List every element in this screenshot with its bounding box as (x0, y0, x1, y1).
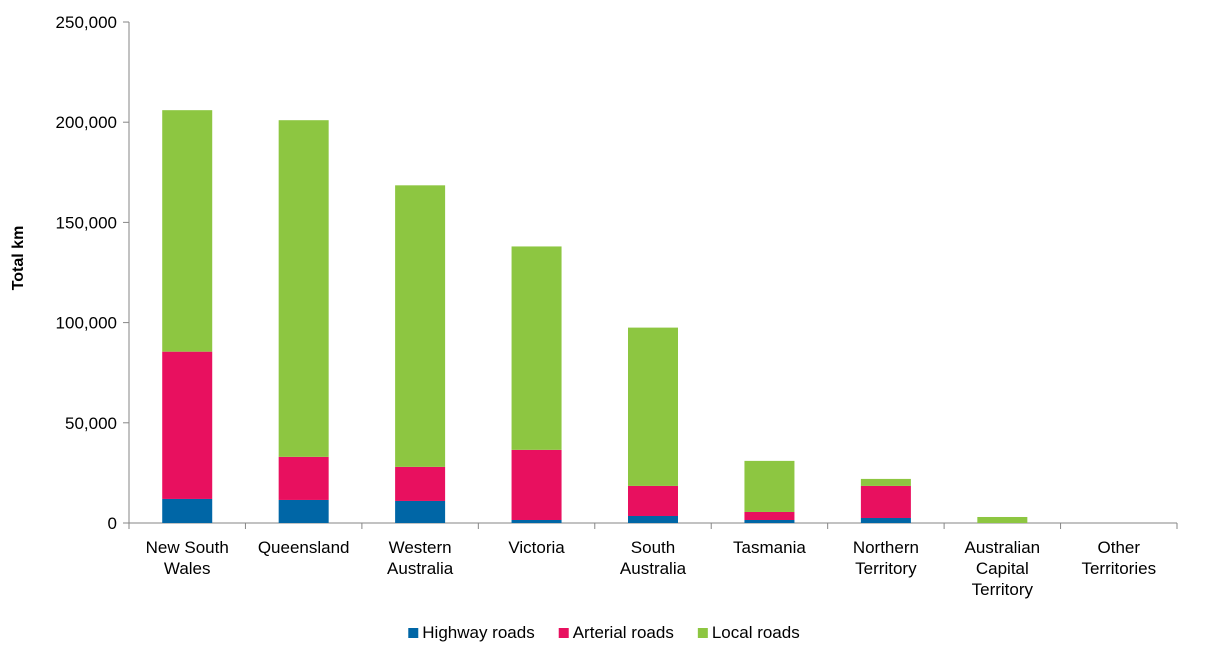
bar-segment-local-roads (860, 478, 911, 486)
y-tick-label: 0 (108, 514, 117, 533)
bar-segment-local-roads (511, 246, 562, 450)
y-tick-label: 150,000 (56, 213, 117, 232)
x-category-label: Victoria (508, 538, 565, 557)
bar-segment-highway-roads (278, 499, 329, 523)
bar-segment-arterial-roads (278, 456, 329, 500)
legend-swatch (697, 628, 708, 638)
bar-segment-arterial-roads (395, 466, 446, 501)
bar-segment-arterial-roads (744, 511, 795, 520)
bar-segment-highway-roads (162, 498, 213, 523)
bar-segment-local-roads (744, 460, 795, 512)
bar-segment-highway-roads (860, 517, 911, 523)
bar-segment-local-roads (628, 327, 678, 486)
legend-swatch (408, 628, 419, 638)
bar-segment-local-roads (278, 120, 329, 457)
bar-segment-arterial-roads (162, 351, 213, 499)
y-tick-label: 100,000 (56, 314, 117, 333)
x-category-label: Queensland (258, 538, 350, 557)
bar-segment-highway-roads (511, 519, 562, 523)
y-tick-label: 250,000 (56, 13, 117, 32)
bar-segment-local-roads (395, 185, 446, 467)
bars (162, 110, 1028, 523)
x-category-label: Tasmania (733, 538, 806, 557)
bar-segment-highway-roads (628, 515, 678, 523)
legend-label: Highway roads (422, 623, 534, 642)
y-tick-label: 200,000 (56, 113, 117, 132)
bar-segment-local-roads (977, 516, 1028, 523)
bar-segment-highway-roads (744, 519, 795, 523)
bar-segment-highway-roads (395, 500, 446, 523)
legend: Highway roads Arterial roads Local roads (408, 623, 800, 642)
legend-label: Arterial roads (573, 623, 674, 642)
y-tick-label: 50,000 (65, 414, 117, 433)
bar-segment-local-roads (162, 110, 213, 352)
legend-swatch (558, 628, 569, 638)
y-axis-title: Total km (10, 226, 27, 291)
bar-segment-arterial-roads (511, 449, 562, 520)
bar-segment-arterial-roads (628, 485, 678, 516)
bar-segment-arterial-roads (860, 485, 911, 518)
legend-label: Local roads (712, 623, 800, 642)
